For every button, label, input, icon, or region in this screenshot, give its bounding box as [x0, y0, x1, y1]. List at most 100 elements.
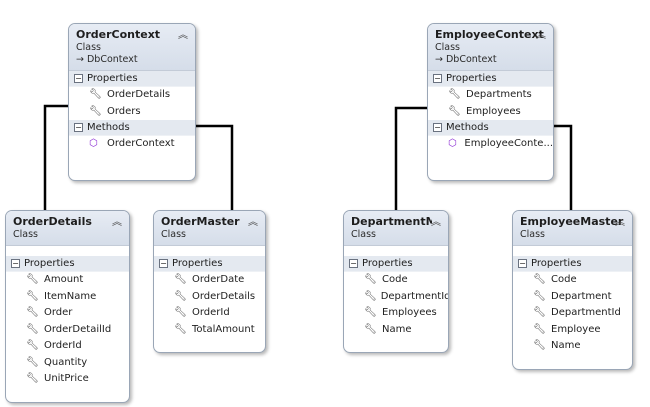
wrench-icon: 🔧︎: [533, 307, 546, 318]
wrench-icon: 🔧︎: [89, 89, 102, 100]
class-employeemaster[interactable]: EmployeeMaster Class ︽ −Properties 🔧︎Cod…: [512, 210, 633, 370]
member-name: Code: [382, 274, 408, 285]
connector-ordercontext-ordermaster: [195, 124, 234, 211]
minus-box-icon[interactable]: −: [518, 259, 527, 268]
section-properties[interactable]: −Properties: [69, 71, 195, 87]
class-stereotype: Class: [520, 229, 545, 240]
member-row[interactable]: 🔧︎Code: [513, 272, 632, 289]
double-chevron-up-icon[interactable]: ︽: [112, 217, 122, 228]
member-row[interactable]: 🔧︎OrderId: [154, 305, 265, 322]
member-name: Department: [551, 290, 612, 302]
minus-box-icon[interactable]: −: [349, 259, 358, 268]
section-title: Properties: [87, 73, 138, 84]
member-name: OrderDate: [192, 274, 245, 285]
member-row[interactable]: 🔧︎OrderDetailId: [6, 322, 129, 339]
member-row[interactable]: 🔧︎ItemName: [6, 289, 129, 306]
wrench-icon: 🔧︎: [533, 340, 546, 351]
member-row[interactable]: ⬡ EmployeeConte...: [428, 136, 553, 153]
wrench-icon: 🔧︎: [26, 356, 39, 368]
minus-box-icon[interactable]: −: [74, 74, 83, 83]
section-methods[interactable]: −Methods: [428, 120, 553, 136]
double-chevron-up-icon[interactable]: ︽: [248, 217, 258, 228]
minus-box-icon[interactable]: −: [433, 74, 442, 83]
section-methods[interactable]: −Methods: [69, 120, 195, 136]
member-name: Order: [44, 307, 73, 318]
minus-box-icon[interactable]: −: [74, 123, 83, 132]
member-row[interactable]: 🔧︎Employees: [428, 104, 553, 121]
member-name: OrderDetails: [107, 89, 171, 100]
member-name: OrderId: [44, 340, 82, 351]
member-row[interactable]: ⬡ OrderContext: [69, 136, 195, 153]
method-cube-icon: ⬡: [89, 138, 98, 149]
class-header: EmployeeMaster Class ︽: [513, 211, 632, 246]
minus-box-icon[interactable]: −: [159, 259, 168, 268]
class-base-type: → DbContext: [435, 54, 497, 65]
member-row[interactable]: 🔧︎ OrderDetails: [69, 87, 195, 104]
member-row[interactable]: 🔧︎ Quantity: [6, 355, 129, 372]
member-row[interactable]: 🔧︎Amount: [6, 272, 129, 289]
member-name: Amount: [44, 274, 84, 285]
member-row[interactable]: 🔧︎ Orders: [69, 104, 195, 121]
class-name: OrderMaster: [161, 215, 240, 228]
member-row[interactable]: 🔧︎Name: [513, 338, 632, 355]
class-stereotype: Class: [435, 42, 460, 53]
method-cube-icon: ⬡: [448, 138, 457, 149]
member-row[interactable]: 🔧︎UnitPrice: [6, 371, 129, 388]
member-name: OrderContext: [107, 138, 175, 149]
class-employeecontext[interactable]: EmployeeContext Class → DbContext ︽ −Pro…: [427, 23, 554, 181]
wrench-icon: 🔧︎: [364, 307, 377, 318]
section-title: Methods: [446, 122, 489, 133]
wrench-icon: 🔧︎: [26, 307, 39, 318]
member-row[interactable]: 🔧︎Name: [344, 322, 448, 339]
member-name: DepartmentId: [551, 307, 621, 318]
section-properties[interactable]: −Properties: [154, 256, 265, 272]
member-name: Quantity: [44, 356, 88, 368]
double-chevron-up-icon[interactable]: ︽: [615, 217, 625, 228]
class-orderdetails[interactable]: OrderDetails Class ︽ −Properties 🔧︎Amoun…: [5, 210, 130, 403]
section-title: Properties: [24, 258, 75, 269]
member-row[interactable]: 🔧︎Department: [513, 289, 632, 306]
class-ordercontext[interactable]: OrderContext Class → DbContext ︽ −Proper…: [68, 23, 196, 181]
minus-box-icon[interactable]: −: [11, 259, 20, 268]
connector-ordercontext-orderdetails: [43, 104, 70, 211]
wrench-icon: 🔧︎: [448, 89, 461, 100]
wrench-icon: 🔧︎: [364, 290, 377, 302]
member-name: Employees: [382, 307, 437, 318]
member-name: DepartmentId: [380, 290, 448, 302]
member-name: Code: [551, 274, 577, 285]
class-stereotype: Class: [76, 42, 101, 53]
double-chevron-up-icon[interactable]: ︽: [431, 217, 441, 228]
wrench-icon: 🔧︎: [174, 274, 187, 285]
member-row[interactable]: 🔧︎Departments: [428, 87, 553, 104]
class-header: EmployeeContext Class → DbContext ︽: [428, 24, 553, 71]
member-row[interactable]: 🔧︎OrderDetails: [154, 289, 265, 306]
member-row[interactable]: 🔧︎TotalAmount: [154, 322, 265, 339]
member-row[interactable]: 🔧︎ Order: [6, 305, 129, 322]
class-header: OrderMaster Class ︽: [154, 211, 265, 246]
minus-box-icon[interactable]: −: [433, 123, 442, 132]
member-name: Orders: [107, 105, 141, 117]
section-properties[interactable]: −Properties: [428, 71, 553, 87]
member-row[interactable]: 🔧︎Employee: [513, 322, 632, 339]
member-row[interactable]: 🔧︎ OrderId: [6, 338, 129, 355]
double-chevron-up-icon[interactable]: ︽: [536, 30, 546, 41]
wrench-icon: 🔧︎: [89, 105, 102, 117]
member-row[interactable]: 🔧︎ DepartmentId: [513, 305, 632, 322]
class-header: OrderDetails Class ︽: [6, 211, 129, 246]
section-properties[interactable]: −Properties: [6, 256, 129, 272]
class-departmentmaster[interactable]: DepartmentMas... Class ︽ −Properties 🔧︎C…: [343, 210, 449, 353]
section-properties[interactable]: −Properties: [513, 256, 632, 272]
double-chevron-up-icon[interactable]: ︽: [178, 30, 188, 41]
wrench-icon: 🔧︎: [26, 340, 39, 351]
wrench-icon: 🔧︎: [364, 274, 377, 285]
section-properties[interactable]: −Properties: [344, 256, 448, 272]
member-name: EmployeeConte...: [464, 138, 553, 149]
class-name: DepartmentMas...: [351, 215, 432, 228]
class-ordermaster[interactable]: OrderMaster Class ︽ −Properties 🔧︎OrderD…: [153, 210, 266, 353]
class-stereotype: Class: [13, 229, 38, 240]
member-row[interactable]: 🔧︎ Employees: [344, 305, 448, 322]
member-row[interactable]: 🔧︎ OrderDate: [154, 272, 265, 289]
member-row[interactable]: 🔧︎ Code: [344, 272, 448, 289]
class-stereotype: Class: [161, 229, 186, 240]
member-row[interactable]: 🔧︎DepartmentId: [344, 289, 448, 306]
